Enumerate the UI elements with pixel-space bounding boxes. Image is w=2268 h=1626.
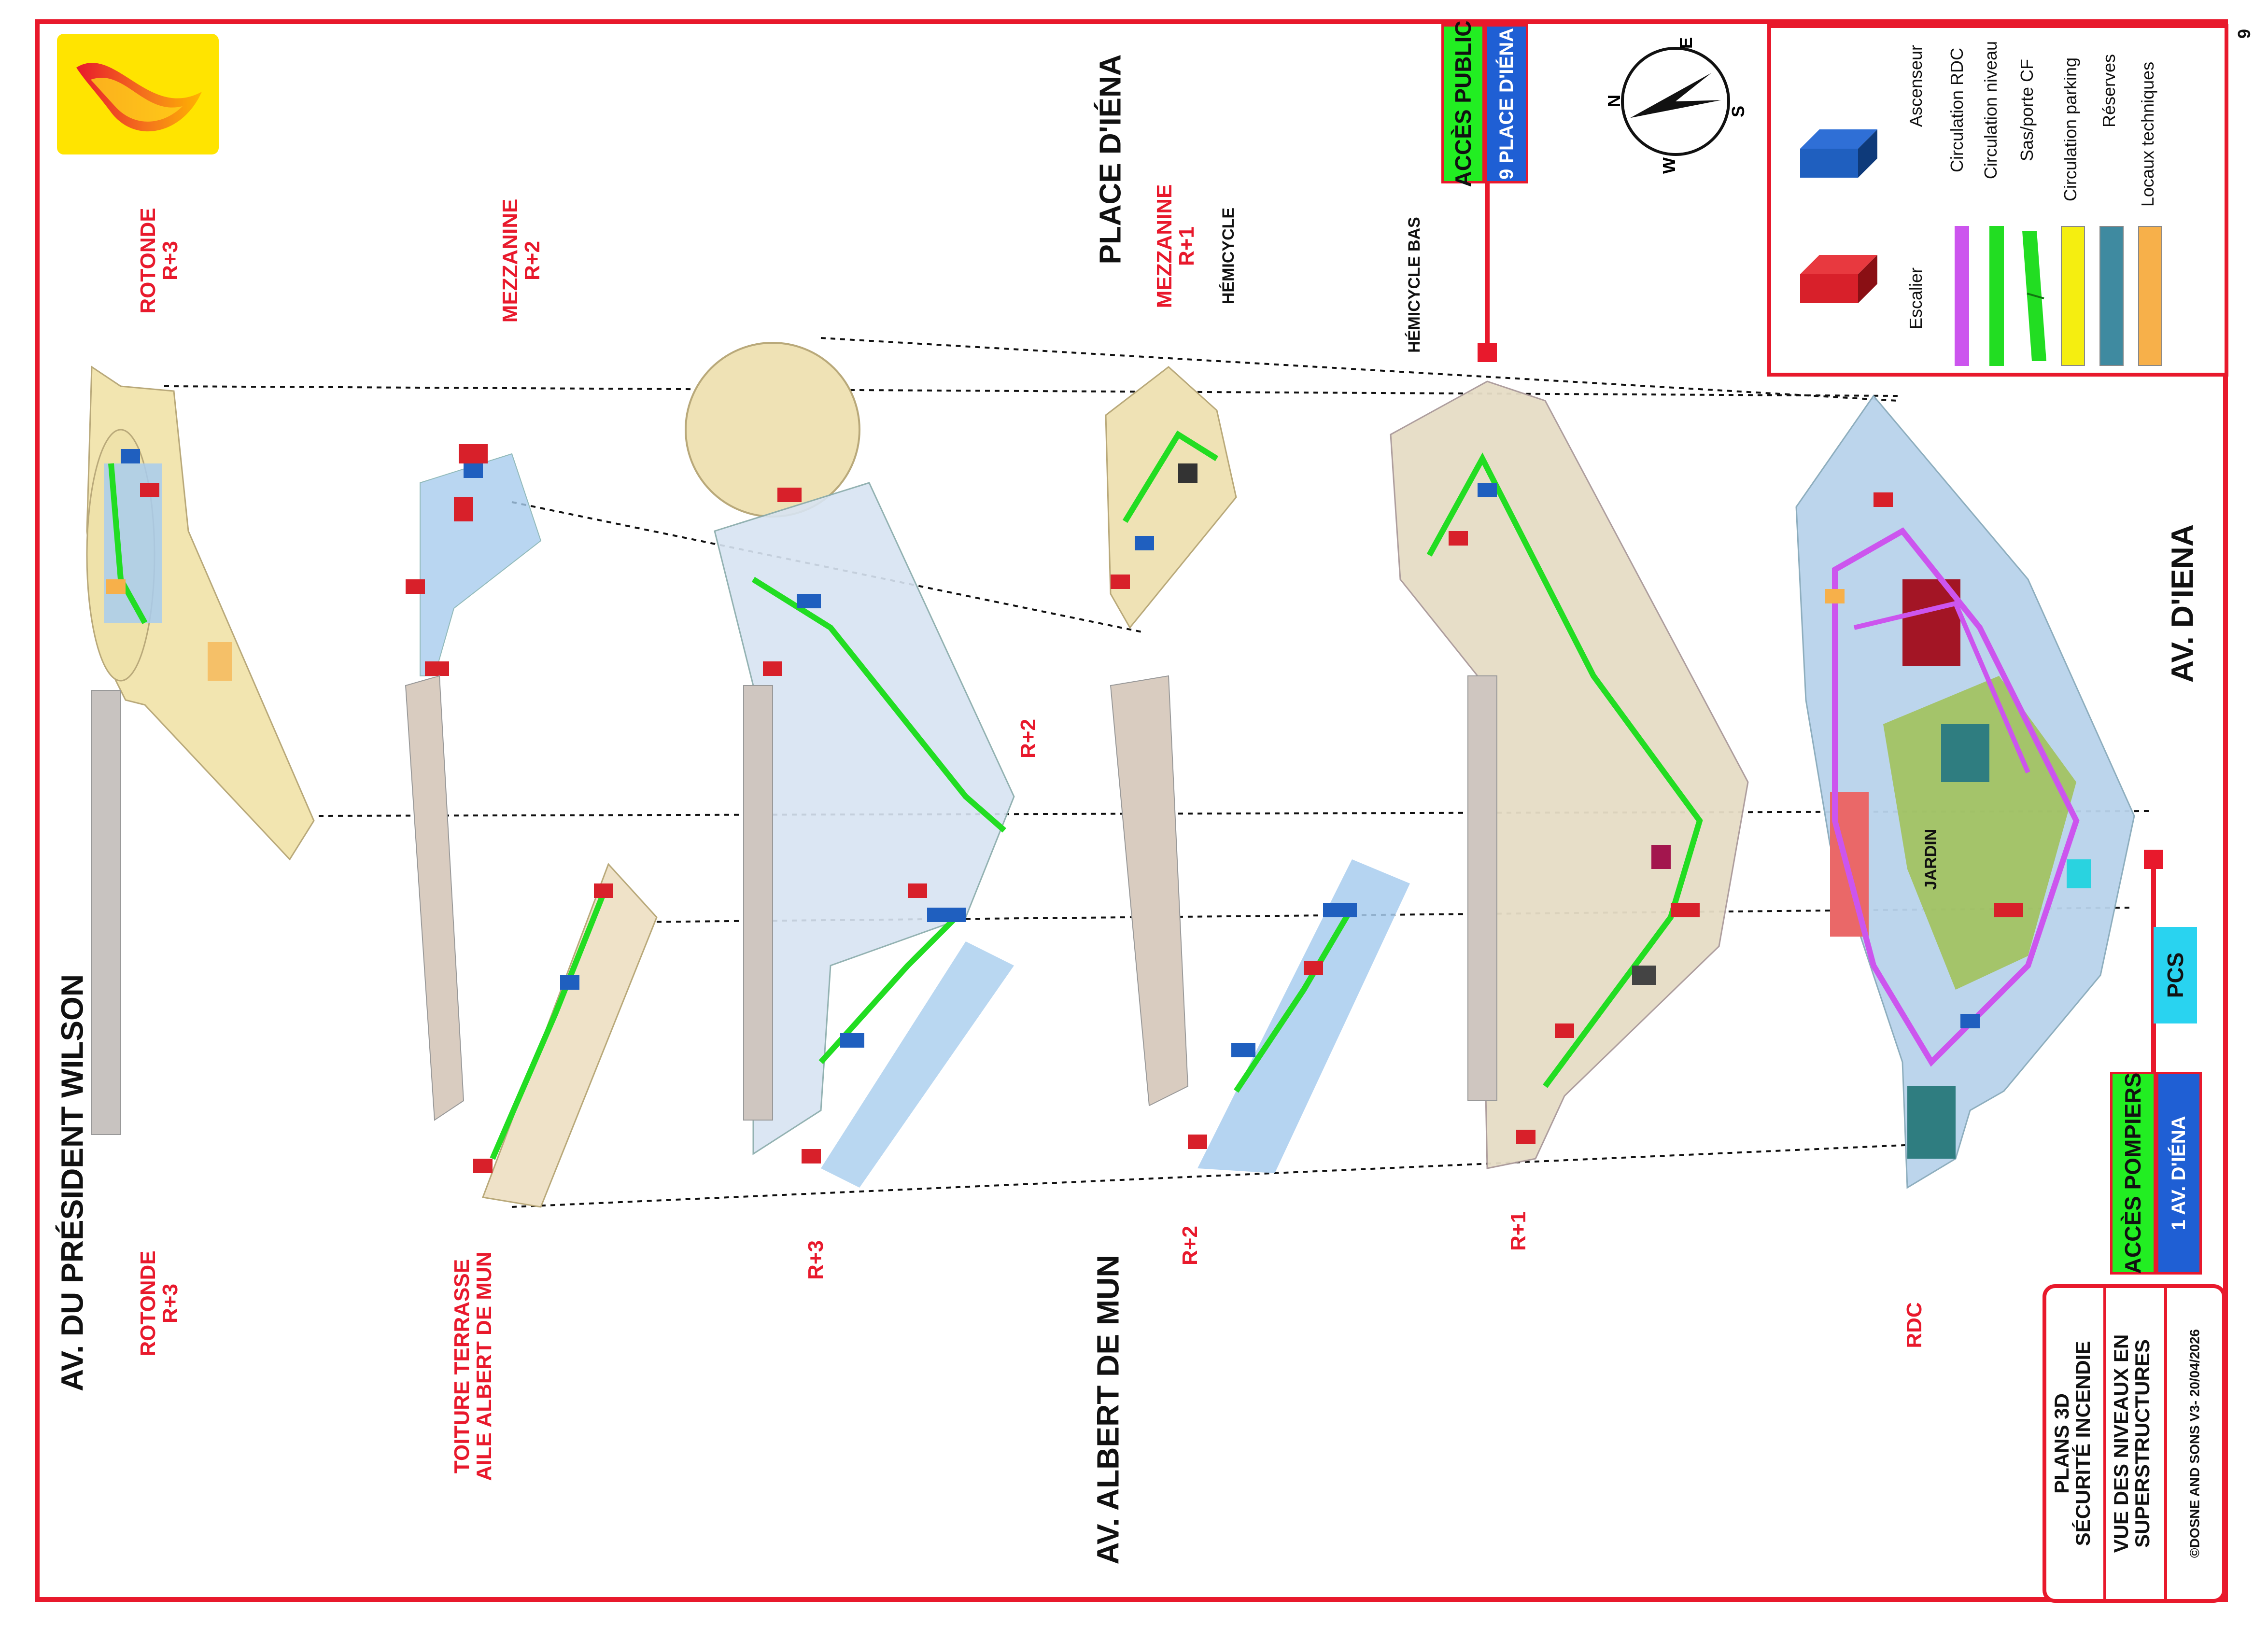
- label-mezzanine-r2: MEZZANINE R+2: [498, 198, 544, 323]
- title-block: [2043, 1284, 2226, 1603]
- label-rotonde-bottom-level: R+3: [158, 1284, 182, 1323]
- label-jardin: JARDIN: [1922, 828, 1941, 890]
- title-block-divider-2: [2164, 1288, 2167, 1599]
- legend-swatch-circulation-parking: [2061, 226, 2085, 366]
- legend-label-circulation-niveau: Circulation niveau: [1981, 41, 2001, 180]
- legend-swatch-sas-icon: [2022, 231, 2046, 361]
- stair-cube-icon: [1800, 255, 1877, 303]
- label-hemicycle: HÉMICYCLE: [1219, 207, 1238, 305]
- legend-label-locaux-techniques: Locaux techniques: [2138, 61, 2158, 207]
- access-public-title: ACCÈS PUBLIC: [1450, 20, 1476, 187]
- label-rotonde-bottom-name: ROTONDE: [136, 1250, 160, 1357]
- access-public-marker: [1478, 343, 1497, 362]
- label-mezzanine-r2-name: MEZZANINE: [498, 198, 522, 323]
- legend-swatch-circulation-rdc: [1955, 226, 1969, 366]
- legend-swatch-reserves: [2099, 226, 2124, 366]
- page-frame: [35, 19, 2228, 1602]
- title-block-copyright: ©DOSNE AND SONS V3- 20/04/2026: [2187, 1329, 2202, 1558]
- legend-label-reserves: Réserves: [2099, 54, 2119, 128]
- compass-rose-icon: N E S W: [1603, 29, 1748, 174]
- plan-rotonde-r3: [86, 365, 315, 1135]
- title-block-title: PLANS 3D SÉCURITÉ INCENDIE: [2050, 1341, 2094, 1546]
- access-public-box: [1441, 24, 1485, 183]
- access-pompiers-address-box: [2156, 1072, 2202, 1275]
- label-hemicycle-bas: HÉMICYCLE BAS: [1405, 217, 1424, 353]
- compass-e: E: [1676, 37, 1696, 49]
- compass-n: N: [1604, 95, 1624, 107]
- label-r2-side: R+2: [1016, 719, 1040, 758]
- street-place-iena: PLACE D'IÉNA: [1094, 54, 1127, 265]
- label-toiture-name: TOITURE TERRASSE: [450, 1259, 474, 1474]
- subtitle-line-2: SUPERSTRUCTURES: [2131, 1339, 2154, 1548]
- label-mezzanine-r2-level: R+2: [521, 241, 544, 280]
- legend-label-circulation-rdc: Circulation RDC: [1947, 47, 1967, 173]
- legend-label-circulation-parking: Circulation parking: [2060, 57, 2081, 202]
- plan-r1: [1390, 380, 1749, 1169]
- label-rotonde-top: ROTONDE R+3: [136, 208, 182, 314]
- street-av-iena: AV. D'IENA: [2165, 524, 2200, 683]
- title-block-divider-1: [2103, 1288, 2106, 1599]
- label-toiture-wing: AILE ALBERT DE MUN: [472, 1251, 496, 1481]
- access-pompiers-address: 1 AV. D'IÉNA: [2168, 1116, 2189, 1231]
- logo-flame-icon: [57, 34, 219, 154]
- plan-mezzanine-r2: [405, 444, 658, 1208]
- pcs-box: [2154, 927, 2197, 1023]
- street-av-wilson: AV. DU PRÉSIDENT WILSON: [55, 974, 90, 1392]
- label-mezzanine-r1-level: R+1: [1175, 226, 1198, 266]
- label-rotonde-top-level: R+3: [158, 241, 182, 280]
- elevator-cube-icon: [1800, 129, 1877, 178]
- label-rotonde-top-name: ROTONDE: [136, 208, 160, 314]
- compass-w: W: [1659, 157, 1679, 174]
- subtitle-line-1: VUE DES NIVEAUX EN: [2109, 1334, 2132, 1553]
- legend-label-escalier: Escalier: [1906, 267, 1926, 330]
- access-pompiers-title: ACCÈS POMPIERS: [2120, 1072, 2145, 1274]
- plan-r3: [685, 342, 1015, 1188]
- label-mezzanine-r1: MEZZANINE R+1: [1152, 184, 1198, 308]
- label-mezzanine-r1-name: MEZZANINE: [1152, 184, 1176, 308]
- access-pompiers-box: [2110, 1072, 2156, 1275]
- access-pompiers-marker: [2144, 850, 2163, 869]
- access-public-address: 9 PLACE D'IÉNA: [1496, 28, 1517, 180]
- legend-label-sas: Sas/porte CF: [2017, 58, 2037, 162]
- legend-swatch-locaux-techniques: [2138, 226, 2162, 366]
- label-r2-bottom: R+2: [1178, 1226, 1202, 1265]
- title-line-1: PLANS 3D: [2050, 1393, 2073, 1494]
- title-block-subtitle: VUE DES NIVEAUX EN SUPERSTRUCTURES: [2109, 1334, 2154, 1553]
- plan-rdc: [1795, 394, 2135, 1189]
- compass-s: S: [1728, 105, 1748, 118]
- access-public-address-box: [1485, 24, 1528, 183]
- label-toiture-terrasse: TOITURE TERRASSE AILE ALBERT DE MUN: [450, 1251, 496, 1481]
- plan-mezzanine-r1: [1105, 366, 1410, 1173]
- label-r1-bottom: R+1: [1506, 1211, 1530, 1251]
- label-r3-bottom: R+3: [803, 1240, 828, 1280]
- street-av-albert-de-mun: AV. ALBERT DE MUN: [1090, 1255, 1126, 1565]
- title-line-2: SÉCURITÉ INCENDIE: [2071, 1341, 2094, 1546]
- label-rotonde-bottom: ROTONDE R+3: [136, 1250, 182, 1357]
- legend-label-ascenseur: Ascenseur: [1906, 44, 1926, 127]
- legend-swatch-circulation-niveau: [1989, 226, 2004, 366]
- label-rdc-bottom: RDC: [1902, 1302, 1926, 1348]
- legend-panel: Ascenseur Escalier Circulation RDC Circu…: [1767, 24, 2228, 377]
- pcs-label: PCS: [2162, 952, 2188, 998]
